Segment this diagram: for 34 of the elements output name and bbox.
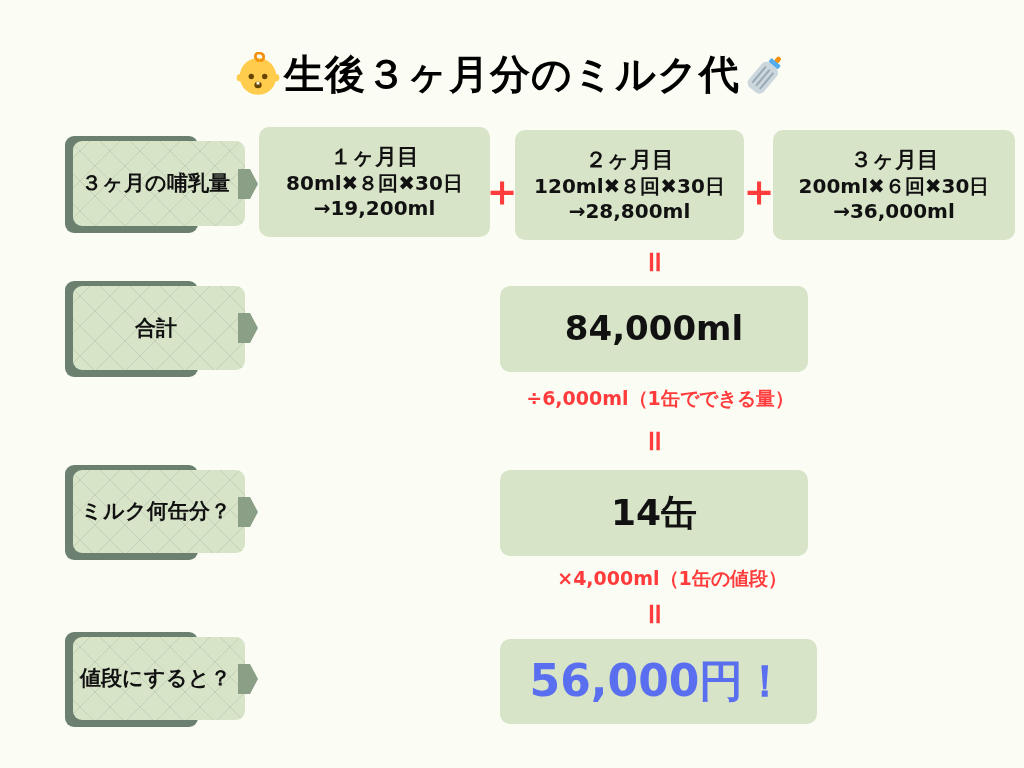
row-label: ミルク何缶分？ <box>80 499 231 524</box>
month-heading: １ヶ月目 <box>330 144 419 170</box>
row-label: 合計 <box>134 315 177 341</box>
row-label: 値段にすると？ <box>80 666 231 691</box>
calc-note: ÷6,000ml（1缶でできる量） <box>526 388 794 408</box>
row-label: ３ヶ月の哺乳量 <box>81 171 230 196</box>
month-heading: ３ヶ月目 <box>849 147 939 173</box>
equals-sign: ＝ <box>640 424 674 458</box>
row-label-tab <box>65 136 258 234</box>
formula-text: 120ml✖８回✖30日 <box>534 174 725 198</box>
result-text: →28,800ml <box>568 199 691 223</box>
month-heading: ２ヶ月目 <box>585 147 674 173</box>
month-box <box>773 130 1015 240</box>
formula-text: 80ml✖８回✖30日 <box>286 171 463 195</box>
month-box <box>515 130 744 240</box>
row-label-tab <box>65 632 258 728</box>
equals-sign: ＝ <box>640 245 674 279</box>
plus-sign: ＋ <box>481 170 523 212</box>
can-count: 14缶 <box>610 492 698 534</box>
month-box <box>259 127 490 237</box>
result-text: →36,000ml <box>833 199 955 223</box>
price-value: 56,000円！ <box>529 656 788 707</box>
equals-sign: ＝ <box>640 597 674 631</box>
title: 生後３ヶ月分のミルク代 <box>284 50 740 98</box>
row-label-tab <box>65 281 258 378</box>
formula-text: 200ml✖６回✖30日 <box>798 174 990 198</box>
price-box <box>500 639 817 724</box>
total-box <box>500 286 808 372</box>
row-label-tab <box>65 465 258 561</box>
can-count-box <box>500 470 808 556</box>
total-value: 84,000ml <box>564 309 744 349</box>
plus-sign: ＋ <box>738 170 780 212</box>
result-text: →19,200ml <box>313 196 436 220</box>
calc-note: ×4,000ml（1缶の値段） <box>557 568 787 588</box>
